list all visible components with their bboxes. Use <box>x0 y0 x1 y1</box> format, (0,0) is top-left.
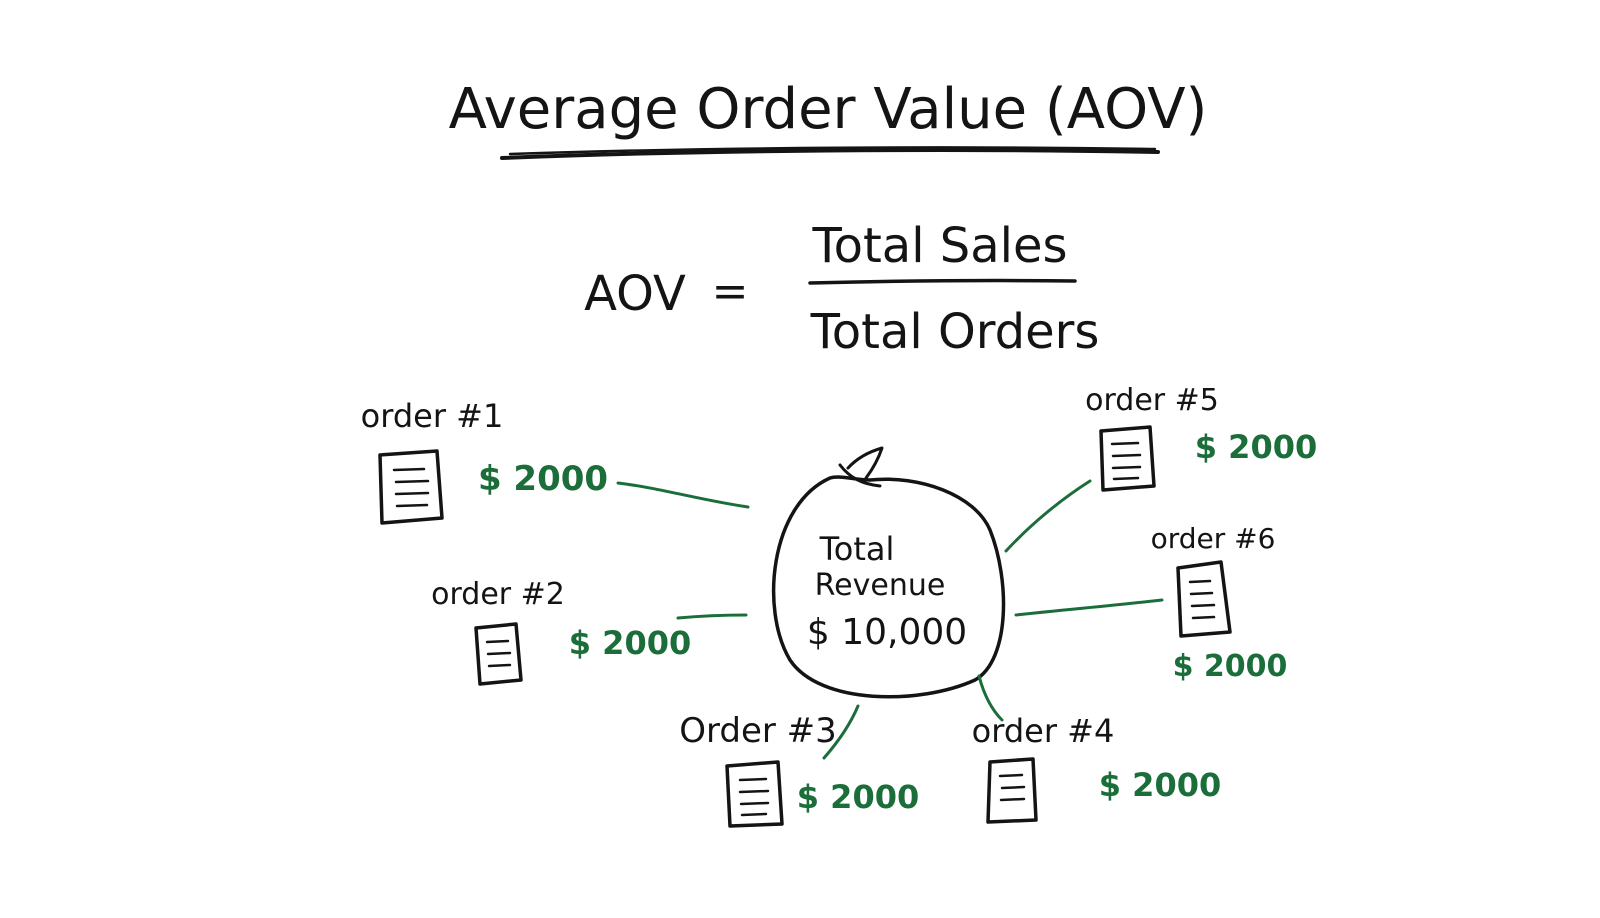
order-6-amount: $ 2000 <box>1173 649 1288 684</box>
receipt-icon <box>986 757 1038 824</box>
order-1-label: order #1 <box>361 397 504 435</box>
connector-order-2 <box>676 613 748 620</box>
formula-equals: = <box>712 266 749 317</box>
receipt-icon <box>1176 560 1232 638</box>
order-6-label: order #6 <box>1151 522 1276 555</box>
center-amount: $ 10,000 <box>807 612 967 653</box>
fraction-bar <box>808 278 1077 285</box>
formula-denominator: Total Orders <box>810 304 1100 360</box>
order-4: order #4 $ 2000 <box>972 712 1221 824</box>
receipt-icon <box>725 760 784 828</box>
order-5: order #5 $ 2000 <box>1085 383 1317 492</box>
formula-lhs: AOV <box>584 266 686 322</box>
order-2: order #2 $ 2000 <box>431 577 691 686</box>
order-3: Order #3 $ 2000 <box>679 711 919 828</box>
order-3-amount: $ 2000 <box>797 778 919 816</box>
center-line2: Revenue <box>815 568 946 603</box>
order-4-label: order #4 <box>972 712 1115 750</box>
order-1-amount: $ 2000 <box>478 459 608 499</box>
connector-order-4 <box>977 674 1004 722</box>
order-2-label: order #2 <box>431 577 565 612</box>
order-4-amount: $ 2000 <box>1099 766 1221 804</box>
order-2-amount: $ 2000 <box>569 624 691 662</box>
order-5-amount: $ 2000 <box>1195 428 1317 466</box>
formula-numerator: Total Sales <box>811 218 1067 274</box>
receipt-icon <box>378 449 444 525</box>
connector-order-6 <box>1014 598 1164 617</box>
receipt-icon <box>474 622 523 686</box>
title-underline-2 <box>508 146 1157 156</box>
connector-order-5 <box>1004 479 1092 553</box>
receipt-icon <box>1099 425 1156 492</box>
title-underline <box>500 148 1160 160</box>
order-3-label: Order #3 <box>679 711 837 751</box>
connector-order-3 <box>822 704 860 760</box>
order-6: order #6 $ 2000 <box>1151 522 1288 684</box>
center-line1: Total <box>819 530 895 568</box>
order-5-label: order #5 <box>1085 383 1219 418</box>
order-1: order #1 $ 2000 <box>361 397 608 525</box>
money-bag-icon <box>771 446 1006 699</box>
diagram-title: Average Order Value (AOV) <box>449 77 1208 142</box>
connector-order-1 <box>616 481 750 509</box>
